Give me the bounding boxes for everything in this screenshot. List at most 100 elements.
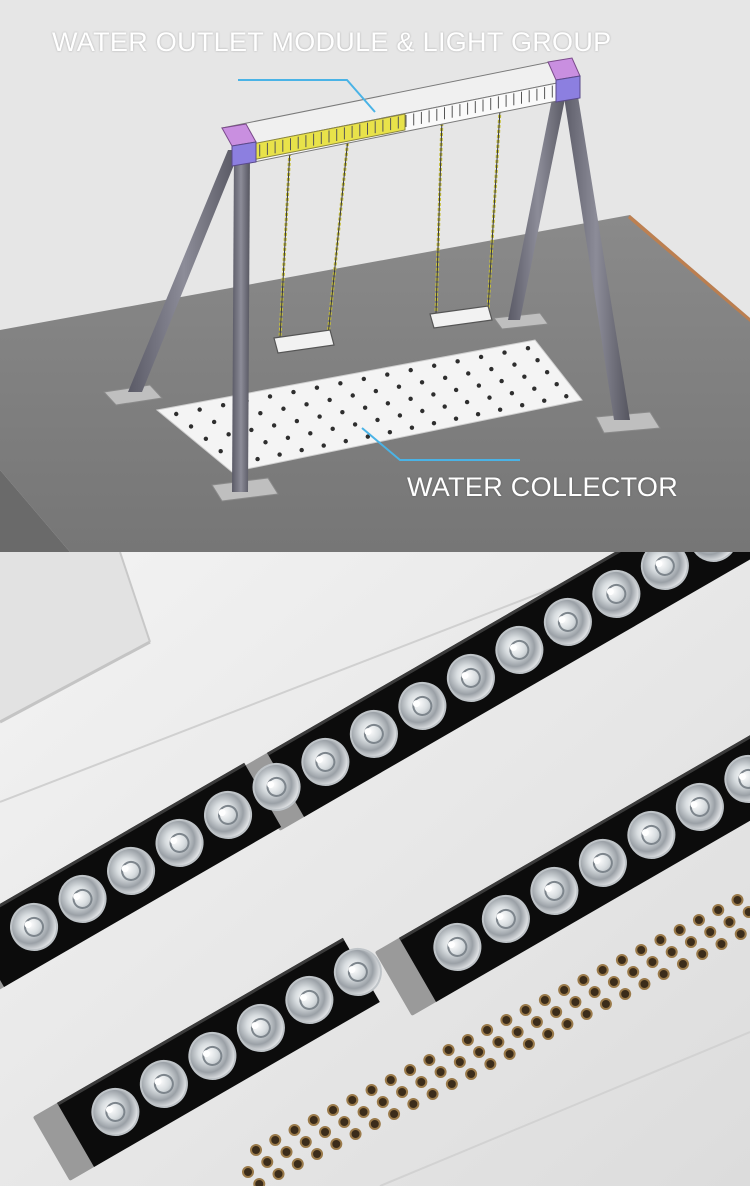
collector-hole bbox=[520, 403, 524, 407]
beam-end-cap-left bbox=[232, 142, 256, 166]
drain-hole bbox=[724, 917, 734, 927]
drain-hole bbox=[367, 1085, 377, 1095]
collector-hole bbox=[420, 380, 424, 384]
drain-hole bbox=[524, 1039, 534, 1049]
drain-hole bbox=[359, 1107, 369, 1117]
drain-hole bbox=[351, 1129, 361, 1139]
collector-hole bbox=[522, 374, 526, 378]
drain-hole bbox=[521, 1005, 531, 1015]
drain-hole bbox=[389, 1109, 399, 1119]
collector-hole bbox=[388, 430, 392, 434]
collector-hole bbox=[286, 436, 290, 440]
drain-hole bbox=[620, 989, 630, 999]
drain-hole bbox=[290, 1125, 300, 1135]
drain-hole bbox=[505, 1049, 515, 1059]
drain-hole bbox=[262, 1157, 272, 1167]
collector-hole bbox=[353, 422, 357, 426]
drain-hole bbox=[562, 1019, 572, 1029]
collector-hole bbox=[532, 386, 536, 390]
collector-hole bbox=[338, 381, 342, 385]
drain-hole bbox=[397, 1087, 407, 1097]
drain-hole bbox=[582, 1009, 592, 1019]
collector-hole bbox=[443, 376, 447, 380]
collector-hole bbox=[344, 439, 348, 443]
drain-hole bbox=[697, 949, 707, 959]
drain-hole bbox=[540, 995, 550, 1005]
collector-hole bbox=[204, 437, 208, 441]
collector-hole bbox=[512, 362, 516, 366]
collector-hole bbox=[432, 421, 436, 425]
drain-hole bbox=[416, 1077, 426, 1087]
drain-hole bbox=[331, 1139, 341, 1149]
collector-hole bbox=[322, 443, 326, 447]
drain-hole bbox=[601, 999, 611, 1009]
collector-hole bbox=[385, 372, 389, 376]
beam-end-cap-right bbox=[556, 76, 580, 102]
drain-hole bbox=[270, 1135, 280, 1145]
drain-hole bbox=[628, 967, 638, 977]
drain-hole bbox=[405, 1065, 415, 1075]
collector-hole bbox=[212, 420, 216, 424]
swing-diagram-panel: WATER OUTLET MODULE & LIGHT GROUP WATER … bbox=[0, 0, 750, 552]
collector-hole bbox=[476, 412, 480, 416]
collector-hole bbox=[386, 401, 390, 405]
collector-hole bbox=[272, 423, 276, 427]
drain-hole bbox=[570, 997, 580, 1007]
collector-hole bbox=[409, 368, 413, 372]
drain-hole bbox=[455, 1057, 465, 1067]
swing-diagram bbox=[0, 0, 750, 552]
drain-hole bbox=[254, 1179, 264, 1186]
collector-hole bbox=[291, 390, 295, 394]
collector-hole bbox=[315, 385, 319, 389]
drain-hole bbox=[598, 965, 608, 975]
drain-hole bbox=[339, 1117, 349, 1127]
drain-hole bbox=[655, 935, 665, 945]
collector-hole bbox=[295, 419, 299, 423]
drain-hole bbox=[347, 1095, 357, 1105]
drain-hole bbox=[328, 1105, 338, 1115]
collector-hole bbox=[499, 379, 503, 383]
drain-hole bbox=[678, 959, 688, 969]
collector-hole bbox=[219, 449, 223, 453]
drain-hole bbox=[463, 1035, 473, 1045]
drain-hole bbox=[609, 977, 619, 987]
collector-hole bbox=[281, 407, 285, 411]
drain-hole bbox=[312, 1149, 322, 1159]
collector-hole bbox=[454, 416, 458, 420]
drain-hole bbox=[513, 1027, 523, 1037]
collector-hole bbox=[465, 400, 469, 404]
drain-hole bbox=[320, 1127, 330, 1137]
label-water-outlet-module: WATER OUTLET MODULE & LIGHT GROUP bbox=[52, 27, 611, 58]
collector-hole bbox=[420, 409, 424, 413]
collector-hole bbox=[299, 448, 303, 452]
collector-hole bbox=[327, 398, 331, 402]
drain-hole bbox=[705, 927, 715, 937]
drain-hole bbox=[301, 1137, 311, 1147]
drain-hole bbox=[293, 1159, 303, 1169]
collector-hole bbox=[487, 395, 491, 399]
collector-hole bbox=[432, 364, 436, 368]
collector-hole bbox=[304, 402, 308, 406]
collector-hole bbox=[477, 383, 481, 387]
drain-hole bbox=[309, 1115, 319, 1125]
drain-hole bbox=[466, 1069, 476, 1079]
drain-hole bbox=[736, 929, 746, 939]
drain-hole bbox=[444, 1045, 454, 1055]
collector-hole bbox=[197, 407, 201, 411]
collector-hole bbox=[340, 410, 344, 414]
collector-hole bbox=[408, 397, 412, 401]
collector-hole bbox=[263, 440, 267, 444]
collector-hole bbox=[277, 452, 281, 456]
drain-hole bbox=[639, 979, 649, 989]
collector-hole bbox=[466, 371, 470, 375]
collector-hole bbox=[431, 392, 435, 396]
drain-hole bbox=[282, 1147, 292, 1157]
collector-hole bbox=[542, 399, 546, 403]
collector-hole bbox=[479, 355, 483, 359]
label-water-collector: WATER COLLECTOR bbox=[407, 472, 678, 503]
drain-hole bbox=[578, 975, 588, 985]
collector-hole bbox=[489, 367, 493, 371]
drain-hole bbox=[636, 945, 646, 955]
collector-hole bbox=[375, 418, 379, 422]
drain-hole bbox=[370, 1119, 380, 1129]
